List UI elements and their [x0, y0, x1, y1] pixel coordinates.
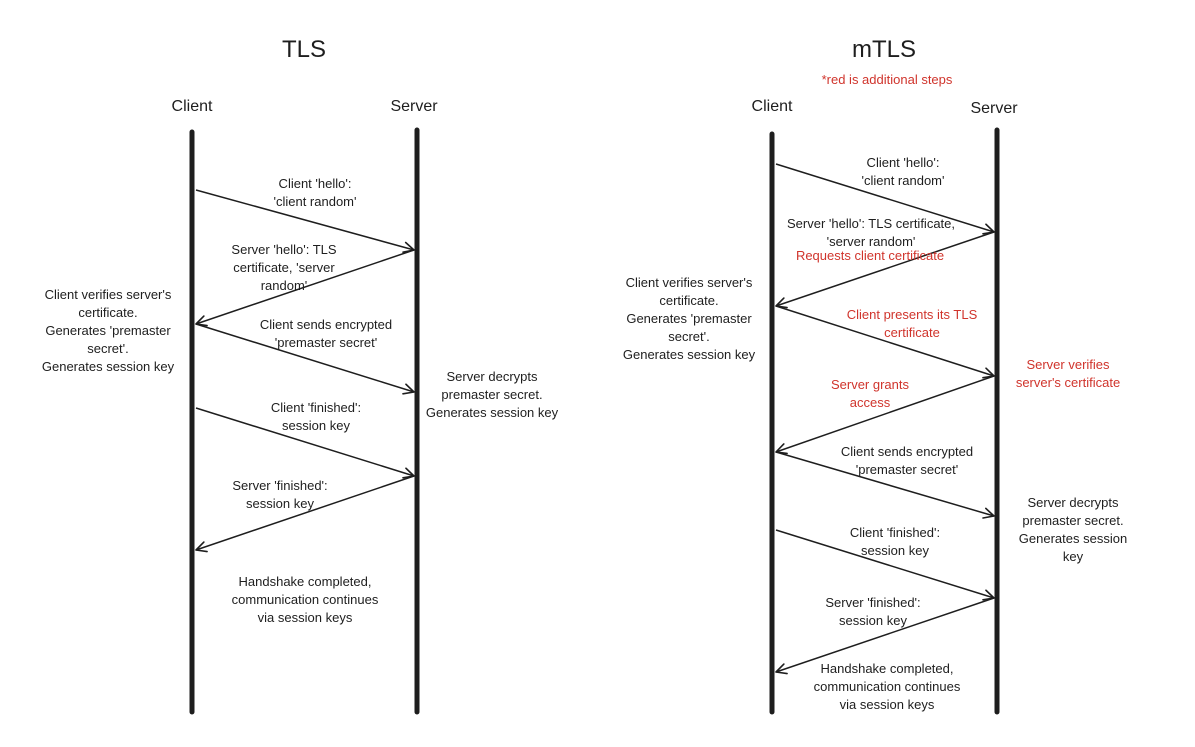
tls-client-note: Client verifies server's certificate. Ge…	[41, 287, 175, 374]
mtls-arrow-client-cert	[775, 305, 995, 379]
tls-arrow-server-hello	[195, 249, 415, 327]
mtls-arrow-client-finished	[775, 529, 995, 601]
mtls-msg-request-client-cert: Requests client certificate	[795, 248, 945, 263]
mtls-arrow-server-finished	[775, 597, 995, 675]
mtls-arrow-grant-access	[775, 375, 995, 455]
mtls-server-verify-note: Server verifies server's certificate	[1015, 357, 1121, 390]
mtls-msg-server-hello: Server 'hello': TLS certificate, 'server…	[786, 216, 956, 249]
tls-client-label: Client	[171, 98, 213, 115]
mtls-client-note: Client verifies server's certificate. Ge…	[622, 275, 756, 362]
tls-arrow-premaster	[195, 323, 415, 395]
mtls-arrow-server-hello	[775, 231, 995, 309]
tls-footer: Handshake completed, communication conti…	[231, 574, 379, 625]
tls-msg-client-finished: Client 'finished': session key	[270, 400, 362, 433]
mtls-server-label: Server	[970, 100, 1018, 117]
mtls-arrow-client-hello	[775, 163, 995, 235]
tls-arrow-client-hello	[195, 189, 415, 253]
tls-msg-server-finished: Server 'finished': session key	[232, 478, 328, 511]
tls-server-note: Server decrypts premaster secret. Genera…	[425, 369, 559, 420]
mtls-title: mTLS	[851, 36, 917, 63]
tls-server-label: Server	[390, 98, 438, 115]
mtls-msg-client-presents-cert: Client presents its TLS certificate	[846, 307, 978, 340]
mtls-client-label: Client	[751, 98, 793, 115]
tls-msg-client-hello: Client 'hello': 'client random'	[273, 176, 357, 209]
mtls-msg-client-finished: Client 'finished': session key	[849, 525, 941, 558]
tls-msg-premaster: Client sends encrypted 'premaster secret…	[259, 317, 393, 350]
tls-msg-server-hello: Server 'hello': TLS certificate, 'server…	[231, 242, 337, 293]
mtls-msg-client-hello: Client 'hello': 'client random'	[861, 155, 945, 188]
mtls-server-note: Server decrypts premaster secret. Genera…	[1018, 495, 1128, 564]
tls-arrow-server-finished	[195, 475, 415, 553]
mtls-footer: Handshake completed, communication conti…	[813, 661, 961, 712]
tls-title: TLS	[281, 36, 327, 63]
mtls-legend: *red is additional steps	[821, 72, 953, 87]
tls-arrow-client-finished	[195, 407, 415, 479]
mtls-msg-server-finished: Server 'finished': session key	[825, 595, 921, 628]
mtls-arrow-premaster	[775, 451, 995, 519]
mtls-msg-premaster: Client sends encrypted 'premaster secret…	[840, 444, 974, 477]
mtls-msg-grant-access: Server grants access	[830, 377, 910, 410]
